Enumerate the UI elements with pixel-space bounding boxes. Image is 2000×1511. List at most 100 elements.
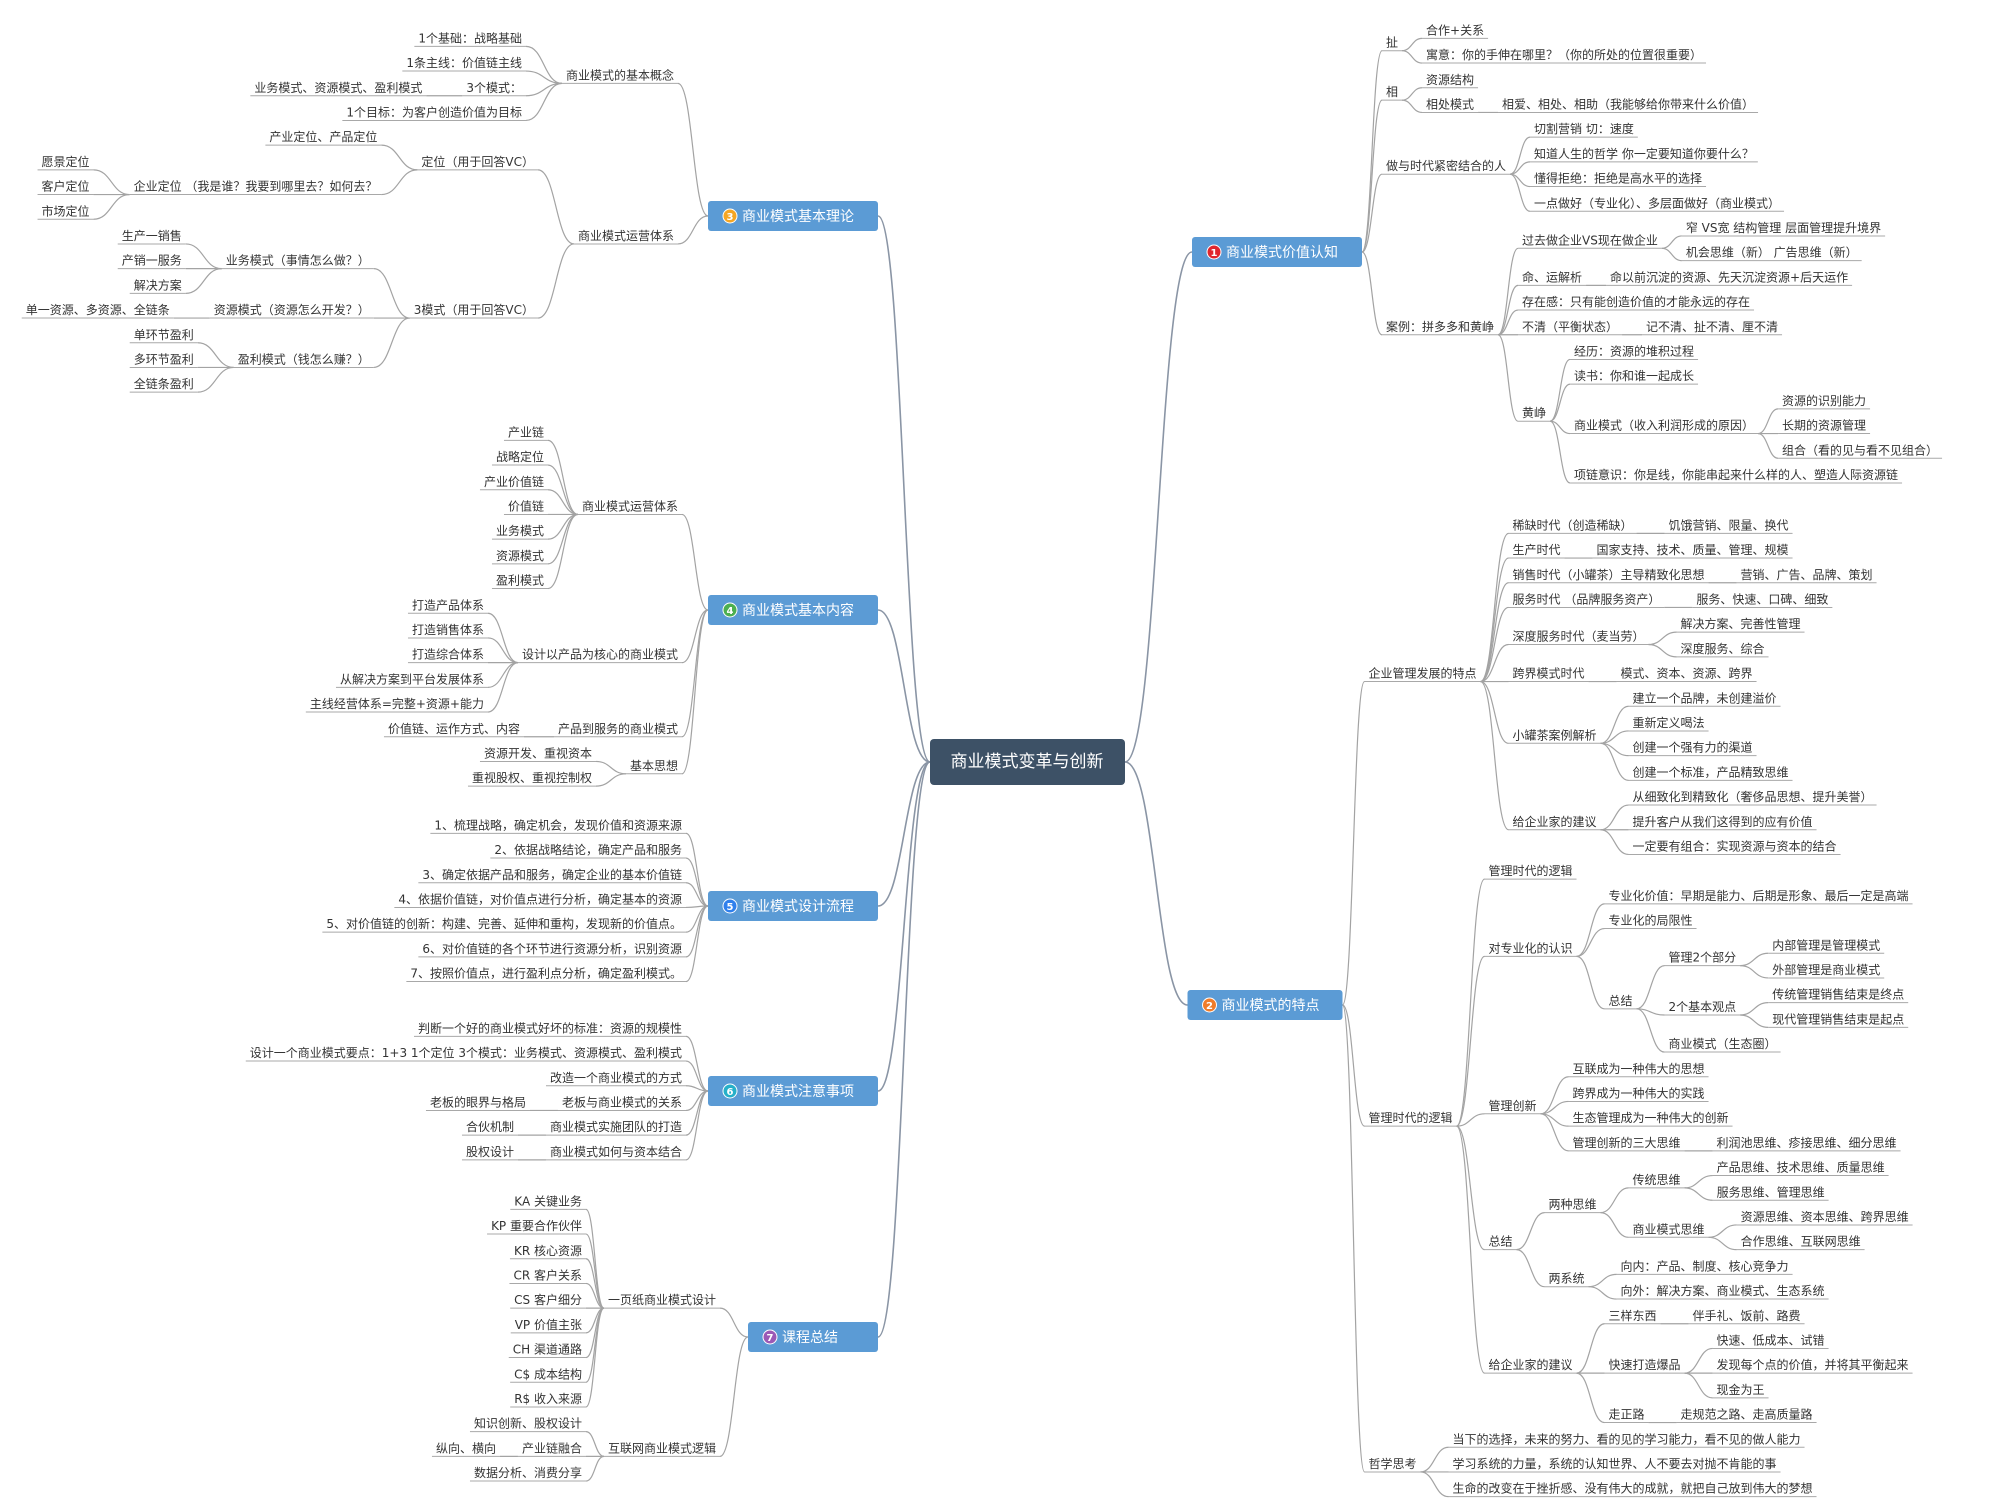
topic-node[interactable]: 走正路 xyxy=(1604,1407,1649,1424)
topic-node[interactable]: 稀缺时代（创造稀缺） xyxy=(1508,517,1637,534)
topic-node[interactable]: 打造产品体系 xyxy=(407,598,488,614)
topic-node[interactable]: 饥饿营销、限量、换代 xyxy=(1664,518,1793,534)
topic-node[interactable]: 定位（用于回答VC） xyxy=(417,154,538,171)
topic-node[interactable]: 改造一个商业模式的方式 xyxy=(545,1070,686,1087)
topic-node[interactable]: 一页纸商业模式设计 xyxy=(603,1292,720,1309)
topic-node[interactable]: 3个模式： xyxy=(462,81,526,97)
topic-node[interactable]: 生态管理成为一种伟大的创新 xyxy=(1568,1110,1733,1127)
topic-node[interactable]: 扯 xyxy=(1382,35,1403,52)
topic-node[interactable]: R$ 收入来源 xyxy=(510,1392,586,1408)
topic-node[interactable]: 寓意：你的手伸在哪里？（你的所处的位置很重要） xyxy=(1422,47,1707,64)
topic-node[interactable]: 深度服务时代（麦当劳） xyxy=(1508,629,1649,645)
topic-node[interactable]: 资源开发、重视资本 xyxy=(479,745,596,762)
topic-node[interactable]: 老板与商业模式的关系 xyxy=(557,1094,686,1111)
topic-node[interactable]: 互联成为一种伟大的思想 xyxy=(1568,1061,1709,1078)
topic-node[interactable]: 资源的识别能力 xyxy=(1778,393,1871,410)
topic-node[interactable]: KP 重要合作伙伴 xyxy=(487,1218,586,1235)
topic-node[interactable]: 战略定位 xyxy=(491,449,548,466)
topic-node[interactable]: 向内：产品、制度、核心竞争力 xyxy=(1616,1258,1793,1275)
topic-node[interactable]: 快速、低成本、试错 xyxy=(1712,1332,1829,1349)
topic-node[interactable]: 解决方案、完善性管理 xyxy=(1676,616,1805,633)
topic-node[interactable]: 学习系统的力量，系统的认知世界、人不要去对抛不肯能的事 xyxy=(1448,1456,1781,1473)
topic-node[interactable]: 生产一销售 xyxy=(117,228,186,245)
topic-node[interactable]: 管理时代的逻辑 xyxy=(1364,1110,1457,1127)
topic-node[interactable]: 4、依据价值链，对价值点进行分析，确定基本的资源 xyxy=(394,891,686,908)
topic-node[interactable]: 长期的资源管理 xyxy=(1778,418,1871,435)
topic-node[interactable]: 创建一个强有力的渠道 xyxy=(1628,740,1757,757)
topic-node[interactable]: 跨界成为一种伟大的实践 xyxy=(1568,1085,1709,1102)
topic-node[interactable]: 窄 VS宽 结构管理 层面管理提升境界 xyxy=(1681,220,1886,237)
topic-node[interactable]: 判断一个好的商业模式好坏的标准：资源的规模性 xyxy=(413,1020,686,1037)
topic-node[interactable]: 走规范之路、走高质量路 xyxy=(1676,1407,1817,1424)
topic-node[interactable]: 企业定位 （我是谁？我要到哪里去？如何去？ xyxy=(129,179,382,196)
topic-node[interactable]: 多环节盈利 xyxy=(129,352,198,368)
topic-node[interactable]: 产业链 xyxy=(503,424,548,441)
topic-node[interactable]: 传统管理销售结束是终点 xyxy=(1768,987,1909,1004)
topic-node[interactable]: 合作+关系 xyxy=(1422,22,1489,39)
topic-node[interactable]: 相 xyxy=(1382,85,1403,101)
topic-node[interactable]: 单一资源、多资源、全链条 xyxy=(21,302,174,319)
topic-node[interactable]: 业务模式 xyxy=(491,523,548,540)
topic-node[interactable]: 跨界模式时代 xyxy=(1508,667,1589,683)
topic-node[interactable]: 价值链 xyxy=(503,498,548,515)
topic-node[interactable]: 深度服务、综合 xyxy=(1676,641,1769,658)
topic-node[interactable]: 3模式（用于回答VC） xyxy=(409,302,538,319)
topic-node[interactable]: 组合（看的见与看不见组合） xyxy=(1778,442,1943,459)
topic-node[interactable]: 股权设计 xyxy=(461,1145,518,1161)
topic-node[interactable]: 利润池思维、疹接思维、细分思维 xyxy=(1712,1135,1901,1152)
topic-node[interactable]: 市场定位 xyxy=(37,203,94,220)
topic-node[interactable]: 7、按照价值点，进行盈利点分析，确定盈利模式。 xyxy=(406,966,686,983)
topic-node[interactable]: 商业模式实施团队的打造 xyxy=(545,1119,686,1136)
topic-node[interactable]: 营销、广告、品牌、策划 xyxy=(1736,568,1877,584)
topic-node[interactable]: 基本思想 xyxy=(625,758,682,775)
topic-node[interactable]: 商业模式的基本概念 xyxy=(561,67,678,84)
topic-node[interactable]: 盈利模式 xyxy=(491,574,548,590)
topic-node[interactable]: 3、确定依据产品和服务，确定企业的基本价值链 xyxy=(418,867,686,884)
topic-node[interactable]: CS 客户细分 xyxy=(510,1292,586,1309)
topic-node[interactable]: 服务思维、管理思维 xyxy=(1712,1184,1829,1201)
topic-node[interactable]: 传统思维 xyxy=(1628,1172,1685,1189)
topic-node[interactable]: 给企业家的建议 xyxy=(1508,814,1601,831)
topic-node[interactable]: 价值链、运作方式、内容 xyxy=(383,721,524,738)
topic-node[interactable]: 愿景定位 xyxy=(37,154,94,171)
topic-node[interactable]: 哲学思考 xyxy=(1364,1456,1421,1473)
topic-node[interactable]: 创建一个标准，产品精致思维 xyxy=(1628,765,1793,781)
topic-node[interactable]: 产品到服务的商业模式 xyxy=(553,721,682,738)
topic-node[interactable]: 重视股权、重视控制权 xyxy=(467,770,596,787)
topic-node[interactable]: 客户定位 xyxy=(37,179,94,196)
topic-node[interactable]: 资源思维、资本思维、跨界思维 xyxy=(1736,1210,1913,1226)
topic-node[interactable]: 产业价值链 xyxy=(479,474,548,491)
topic-node[interactable]: 发现每个点的价值，并将其平衡起来 xyxy=(1712,1357,1913,1374)
topic-node[interactable]: 盈利模式（钱怎么赚？） xyxy=(233,351,374,368)
topic-node[interactable]: 产业定位、产品定位 xyxy=(265,129,382,146)
topic-node[interactable]: 从解决方案到平台发展体系 xyxy=(335,671,488,688)
topic-node[interactable]: 管理2个部分 xyxy=(1664,950,1741,967)
topic-node[interactable]: 机会思维（新） 广告思维（新） xyxy=(1681,245,1862,262)
topic-node[interactable]: VP 价值主张 xyxy=(510,1317,586,1334)
topic-node[interactable]: 单环节盈利 xyxy=(129,328,198,344)
topic-node[interactable]: 2个基本观点 xyxy=(1664,1000,1741,1016)
topic-node[interactable]: 合伙机制 xyxy=(461,1119,518,1136)
topic-node[interactable]: 知道人生的哲学 你一定要知道你要什么？ xyxy=(1530,146,1758,163)
topic-node[interactable]: 两系统 xyxy=(1544,1272,1589,1288)
topic-node[interactable]: 1个基础：战略基础 xyxy=(414,30,526,47)
topic-node[interactable]: 企业管理发展的特点 xyxy=(1364,666,1481,683)
topic-node[interactable]: 当下的选择，未来的努力、看的见的学习能力，看不见的做人能力 xyxy=(1448,1431,1805,1448)
topic-node[interactable]: 专业化价值：早期是能力、后期是形象、最后一定是高端 xyxy=(1604,888,1913,905)
topic-node[interactable]: 主线经营体系=完整+资源+能力 xyxy=(305,696,488,713)
topic-node[interactable]: 外部管理是商业模式 xyxy=(1768,962,1885,979)
topic-node[interactable]: 生命的改变在于挫折感、没有伟大的成就，就把自己放到伟大的梦想 xyxy=(1448,1481,1817,1498)
topic-node[interactable]: 纵向、横向 xyxy=(431,1440,500,1457)
topic-node[interactable]: 国家支持、技术、质量、管理、规模 xyxy=(1592,542,1793,559)
topic-node[interactable]: 全链条盈利 xyxy=(129,376,198,393)
topic-node[interactable]: 一定要有组合：实现资源与资本的结合 xyxy=(1628,838,1841,855)
topic-node[interactable]: 商业模式如何与资本结合 xyxy=(545,1144,686,1161)
topic-node[interactable]: 业务模式（事情怎么做？） xyxy=(221,253,374,270)
topic-node[interactable]: 读书：你和谁一起成长 xyxy=(1570,369,1699,385)
topic-node[interactable]: 设计以产品为核心的商业模式 xyxy=(517,647,682,664)
topic-node[interactable]: 过去做企业VS现在做企业 xyxy=(1518,232,1662,249)
